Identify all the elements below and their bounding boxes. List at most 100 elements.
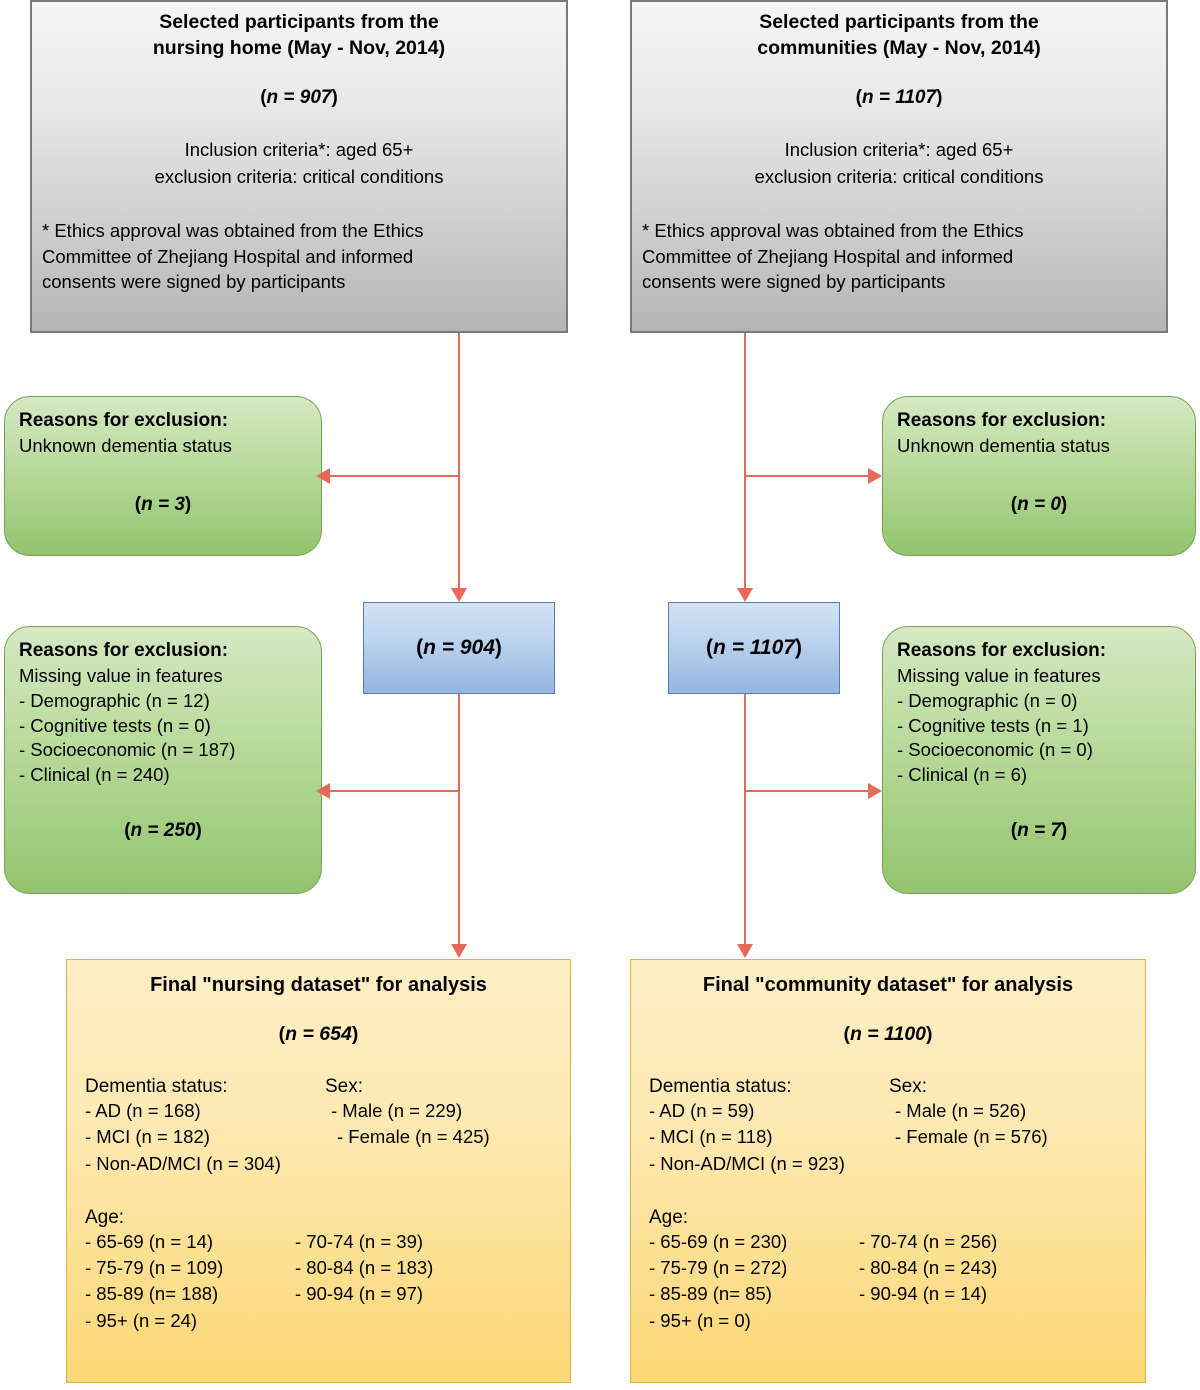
connector-nursing-count-to-final [458,694,460,944]
final-nursing-age-heading: Age: [85,1206,125,1228]
arrowhead-nursing-exclusion-missing [316,783,330,799]
source-nursing-ethics-line3: consents were signed by participants [42,271,346,293]
connector-nursing-to-exclusion-missing [330,790,459,792]
list-item: - Socioeconomic (n = 0) [897,739,1093,761]
final-nursing-age-right: - 70-74 (n = 39) - 80-84 (n = 183) - 90-… [295,1229,552,1334]
exclusion-box-nursing-missing: Reasons for exclusion: Missing value in … [4,626,322,894]
list-item: - AD (n = 59) [649,1100,755,1121]
connector-community-to-exclusion-dementia [744,475,868,477]
final-nursing-age-columns: - 65-69 (n = 14) - 75-79 (n = 109) - 85-… [85,1229,552,1334]
source-nursing-inclusion-line: Inclusion criteria*: aged 65+ [184,139,414,161]
source-community-title-line2: communities (May - Nov, 2014) [757,36,1041,59]
exclusion-community-dementia-count: (n = 0) [1010,493,1068,515]
arrowhead-community-exclusion-dementia [868,468,882,484]
source-nursing-exclusion-line: exclusion criteria: critical conditions [154,165,444,187]
source-community-ethics: * Ethics approval was obtained from the … [642,218,1156,295]
source-box-community: Selected participants from the communiti… [630,0,1168,333]
list-item: - 80-84 (n = 243) [859,1257,998,1279]
exclusion-community-missing-count-value: n = 7 [1017,819,1061,841]
source-nursing-ethics-line2: Committee of Zhejiang Hospital and infor… [42,245,414,267]
source-nursing-title-line1: Selected participants from the [159,11,439,33]
source-nursing-count-value: n = 907 [266,87,332,109]
list-item: - Clinical (n = 6) [897,764,1028,786]
list-item: - Female (n = 576) [895,1126,1048,1148]
arrowhead-community-to-final [737,944,753,958]
final-community-age-columns: - 65-69 (n = 230) - 75-79 (n = 272) - 85… [649,1229,1127,1334]
source-community-count-value: n = 1107 [861,87,937,109]
final-community-dementia-heading: Dementia status: [649,1076,792,1097]
list-item: - 95+ (n = 24) [85,1309,198,1331]
list-item: - Cognitive tests (n = 0) [19,714,211,736]
final-community-age-right: - 70-74 (n = 256) - 80-84 (n = 243) - 90… [859,1229,1127,1334]
connector-community-to-exclusion-missing [744,790,868,792]
list-item: - MCI (n = 182) [85,1126,210,1148]
arrowhead-community-to-count [737,588,753,602]
final-community-dementia-column: Dementia status: - AD (n = 59) - MCI (n … [649,1076,889,1177]
list-item: - 90-94 (n = 14) [859,1283,988,1305]
source-nursing-ethics: * Ethics approval was obtained from the … [42,218,556,295]
final-community-count: (n = 1100) [843,1023,933,1045]
source-community-criteria: Inclusion criteria*: aged 65+ exclusion … [642,137,1156,190]
exclusion-nursing-missing-title: Reasons for exclusion: [19,640,229,661]
list-item: - 65-69 (n = 230) [649,1230,788,1252]
source-box-nursing: Selected participants from the nursing h… [30,0,568,333]
final-nursing-count: (n = 654) [278,1023,359,1045]
connector-nursing-to-exclusion-dementia [330,475,459,477]
source-community-exclusion-line: exclusion criteria: critical conditions [754,165,1044,187]
final-community-count-value: n = 1100 [849,1023,927,1045]
exclusion-nursing-missing-list: - Demographic (n = 12) - Cognitive tests… [19,689,307,788]
list-item: - 75-79 (n = 109) [85,1257,224,1279]
final-box-community: Final "community dataset" for analysis (… [630,959,1146,1383]
source-community-count: (n = 1107) [855,87,943,109]
final-nursing-title: Final "nursing dataset" for analysis [150,974,487,996]
source-community-inclusion-line: Inclusion criteria*: aged 65+ [784,139,1014,161]
list-item: - 95+ (n = 0) [649,1309,751,1331]
exclusion-community-dementia-subtitle: Unknown dementia status [897,434,1110,456]
list-item: - Male (n = 229) [331,1100,463,1121]
list-item: - 85-89 (n= 188) [85,1283,219,1305]
exclusion-nursing-dementia-count-value: n = 3 [141,493,185,515]
list-item: - Male (n = 526) [895,1100,1027,1121]
connector-nursing-source-to-count [458,333,460,588]
count-community-n: n = 1107 [713,636,795,659]
list-item: - Socioeconomic (n = 187) [19,739,236,761]
list-item: - 70-74 (n = 256) [859,1230,998,1252]
count-box-community: (n = 1107) [668,602,840,694]
count-box-nursing: (n = 904) [363,602,555,694]
final-nursing-count-value: n = 654 [285,1023,352,1045]
exclusion-community-missing-subtitle: Missing value in features [897,664,1101,686]
final-community-age-left: - 65-69 (n = 230) - 75-79 (n = 272) - 85… [649,1229,859,1334]
exclusion-community-dementia-title: Reasons for exclusion: [897,410,1107,431]
exclusion-community-missing-count: (n = 7) [1010,819,1068,841]
exclusion-community-missing-list: - Demographic (n = 0) - Cognitive tests … [897,689,1181,788]
exclusion-nursing-missing-subtitle: Missing value in features [19,664,223,686]
source-community-title-line1: Selected participants from the [759,11,1039,33]
final-nursing-dementia-heading: Dementia status: [85,1076,228,1097]
final-box-nursing: Final "nursing dataset" for analysis (n … [66,959,571,1383]
exclusion-nursing-missing-count: (n = 250) [124,819,202,841]
final-community-demographics: Dementia status: - AD (n = 59) - MCI (n … [649,1076,1127,1177]
list-item: - Clinical (n = 240) [19,764,170,786]
list-item: - 90-94 (n = 97) [295,1283,424,1305]
count-nursing-n: n = 904 [423,636,495,659]
final-nursing-demographics: Dementia status: - AD (n = 168) - MCI (n… [85,1076,552,1177]
source-community-title: Selected participants from the communiti… [642,10,1156,61]
list-item: - 75-79 (n = 272) [649,1257,788,1279]
final-community-age-section: Age: - 65-69 (n = 230) - 75-79 (n = 272)… [649,1207,1127,1334]
list-item: - Demographic (n = 0) [897,689,1078,711]
arrowhead-nursing-to-count [451,588,467,602]
final-community-age-heading: Age: [649,1206,689,1228]
exclusion-box-community-missing: Reasons for exclusion: Missing value in … [882,626,1196,894]
final-nursing-sex-heading: Sex: [325,1076,364,1097]
exclusion-nursing-dementia-title: Reasons for exclusion: [19,410,229,431]
exclusion-community-dementia-count-value: n = 0 [1017,493,1061,515]
final-nursing-age-section: Age: - 65-69 (n = 14) - 75-79 (n = 109) … [85,1207,552,1334]
list-item: - Non-AD/MCI (n = 923) [649,1152,845,1174]
connector-community-count-to-final [744,694,746,944]
exclusion-box-nursing-dementia: Reasons for exclusion: Unknown dementia … [4,396,322,556]
list-item: - Demographic (n = 12) [19,689,210,711]
list-item: - MCI (n = 118) [649,1126,773,1148]
list-item: - 65-69 (n = 14) [85,1230,214,1252]
count-nursing-value: (n = 904) [416,636,502,659]
